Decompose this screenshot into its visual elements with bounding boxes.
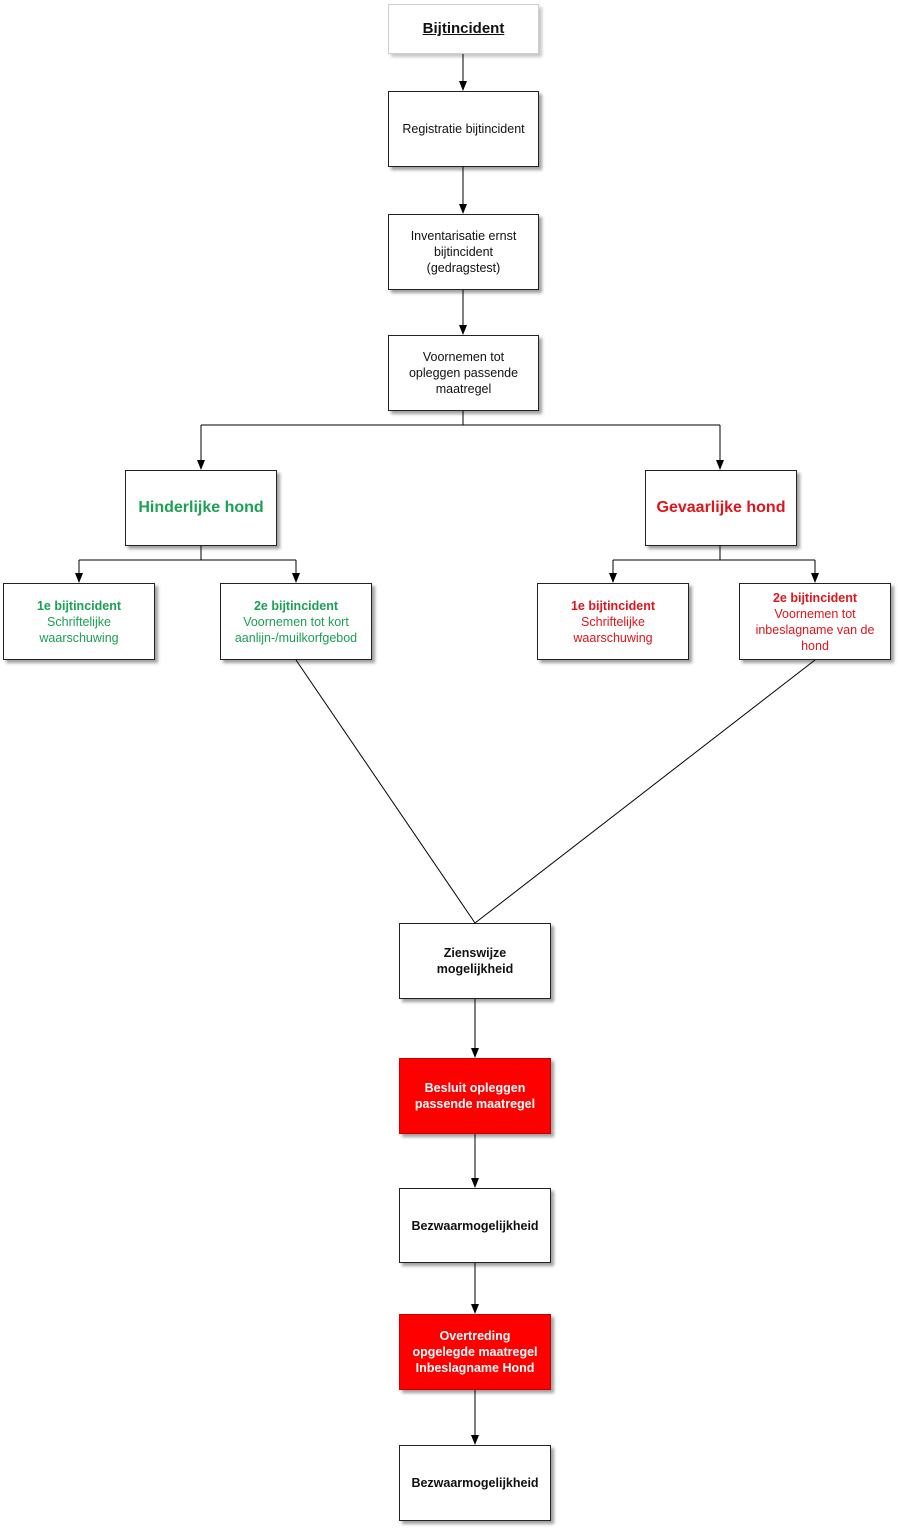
besluit-line-1: Besluit opleggen <box>424 1081 526 1095</box>
besluit-box: Besluit opleggen passende maatregel <box>399 1058 551 1134</box>
hinderlijk-first-line-2: waarschuwing <box>39 630 119 645</box>
overtreding-box: Overtreding opgelegde maatregel Inbeslag… <box>399 1314 551 1390</box>
overtreding-line-2: opgelegde maatregel <box>412 1345 538 1359</box>
title-box: Bijtincident <box>388 4 539 54</box>
gevaarlijk-first-line-2: waarschuwing <box>573 630 653 645</box>
gevaarlijk-second-incident-box: 2e bijtincident Voornemen tot inbeslagna… <box>739 583 891 660</box>
hinderlijk-label: Hinderlijke hond <box>138 499 264 516</box>
hinderlijk-second-heading: 2e bijtincident <box>253 598 339 613</box>
line-hinderlijk-second-to-zienswijze <box>295 659 476 924</box>
gevaarlijk-second-line-3: hond <box>801 638 829 653</box>
hinderlijk-box: Hinderlijke hond <box>125 470 277 546</box>
gevaarlijk-second-heading: 2e bijtincident <box>772 590 858 605</box>
voornemen-box: Voornemen tot opleggen passende maatrege… <box>388 335 539 411</box>
gevaarlijk-label: Gevaarlijke hond <box>656 499 786 516</box>
gevaarlijk-second-line-1: Voornemen tot <box>774 606 856 621</box>
hinderlijk-first-line-1: Schriftelijke <box>47 614 111 629</box>
hinderlijk-second-line-1: Voornemen tot kort <box>243 614 349 629</box>
overtreding-line-1: Overtreding <box>439 1329 511 1343</box>
bezwaar-box-1: Bezwaarmogelijkheid <box>399 1188 551 1263</box>
gevaarlijk-first-heading: 1e bijtincident <box>570 598 656 613</box>
gevaarlijk-second-line-2: inbeslagname van de <box>755 622 875 637</box>
line-gevaarlijk-second-to-zienswijze <box>474 659 816 924</box>
hinderlijk-first-incident-box: 1e bijtincident Schriftelijke waarschuwi… <box>3 583 155 660</box>
zienswijze-line-2: mogelijkheid <box>436 962 514 976</box>
bezwaar-2-label: Bezwaarmogelijkheid <box>411 1476 539 1490</box>
voornemen-line-1: Voornemen tot <box>422 350 505 364</box>
gevaarlijk-box: Gevaarlijke hond <box>645 470 797 546</box>
overtreding-line-3: Inbeslagname Hond <box>415 1361 535 1375</box>
gevaarlijk-first-line-1: Schriftelijke <box>581 614 645 629</box>
inventarisatie-line-3: (gedragstest) <box>426 261 501 275</box>
hinderlijk-first-heading: 1e bijtincident <box>36 598 122 613</box>
voornemen-line-3: maatregel <box>435 382 492 396</box>
registratie-label: Registratie bijtincident <box>402 122 525 136</box>
hinderlijk-second-line-2: aanlijn-/muilkorfgebod <box>234 630 358 645</box>
inventarisatie-line-1: Inventarisatie ernst <box>410 229 517 243</box>
zienswijze-line-1: Zienswijze <box>443 946 507 960</box>
bezwaar-box-2: Bezwaarmogelijkheid <box>399 1445 551 1521</box>
diagram-title: Bijtincident <box>422 20 505 37</box>
inventarisatie-box: Inventarisatie ernst bijtincident (gedra… <box>388 214 539 290</box>
gevaarlijk-first-incident-box: 1e bijtincident Schriftelijke waarschuwi… <box>537 583 689 660</box>
voornemen-line-2: opleggen passende <box>408 366 519 380</box>
besluit-line-2: passende maatregel <box>414 1097 536 1111</box>
hinderlijk-second-incident-box: 2e bijtincident Voornemen tot kort aanli… <box>220 583 372 660</box>
bezwaar-1-label: Bezwaarmogelijkheid <box>411 1218 539 1233</box>
registratie-box: Registratie bijtincident <box>388 91 539 167</box>
inventarisatie-line-2: bijtincident <box>433 245 494 259</box>
zienswijze-box: Zienswijze mogelijkheid <box>399 923 551 999</box>
